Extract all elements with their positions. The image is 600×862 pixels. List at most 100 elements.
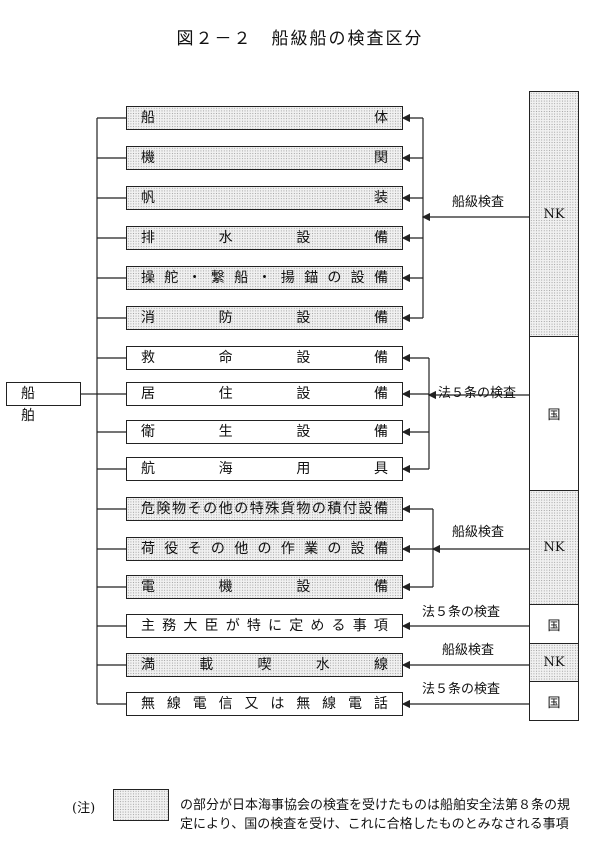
item-char: ・ [187, 270, 202, 286]
item-char: 特 [246, 618, 261, 634]
item-char: 舵 [164, 270, 179, 286]
inspection-item-box: 荷役その他の作業の設備 [126, 537, 403, 561]
item-char: 具 [373, 461, 388, 477]
item-char: の [327, 541, 342, 557]
item-char: 生 [218, 424, 233, 440]
item-char: 無 [141, 696, 155, 712]
item-char: 設 [350, 270, 365, 286]
item-char: 海 [218, 461, 233, 477]
note-text: の部分が日本海事協会の検査を受けたものは船舶安全法第８条の規定により、国の検査を… [180, 798, 571, 832]
item-char: 排 [141, 230, 155, 246]
item-char: 備 [373, 424, 388, 440]
item-char: 設 [296, 424, 311, 440]
item-char: 備 [373, 386, 388, 402]
item-char: の [257, 541, 272, 557]
item-char: 船 [234, 270, 249, 286]
item-char: 錨 [304, 270, 319, 286]
inspection-item-box: 居住設備 [126, 382, 403, 406]
item-char: 満 [141, 657, 155, 673]
item-char: 特 [249, 501, 264, 517]
item-char: 備 [373, 310, 388, 326]
item-char: は [270, 696, 285, 712]
item-char: 危 [141, 501, 155, 517]
inspection-item-box: 無線電信又は無線電話 [126, 692, 403, 716]
note-mark: (注) [72, 801, 96, 816]
item-char: 役 [164, 541, 179, 557]
item-char: 線 [322, 696, 337, 712]
item-char: 備 [373, 350, 388, 366]
diagram-title: 図２－２ 船級船の検査区分 [176, 29, 424, 49]
nk-column-cell: NK [529, 643, 579, 682]
item-char: 事 [352, 618, 367, 634]
inspection-item-box: 消防設備 [126, 306, 403, 330]
item-char: 物 [172, 501, 187, 517]
item-char: 操 [141, 270, 155, 286]
item-char: 線 [374, 657, 388, 673]
inspection-type-label: 法５条の検査 [438, 386, 517, 401]
inspection-item-box: 航海用具 [126, 457, 403, 481]
item-char: 又 [244, 696, 259, 712]
item-char: 主 [141, 618, 155, 634]
item-char: 帆 [141, 190, 155, 206]
item-char: の [311, 501, 326, 517]
root-ship-label: 船 舶 [21, 386, 63, 424]
item-char: 備 [373, 270, 388, 286]
item-char: 機 [141, 150, 155, 166]
item-char: 作 [280, 541, 295, 557]
inspection-type-label: 船級検査 [452, 525, 505, 540]
nk-column-cell: NK [529, 490, 579, 605]
item-char: 信 [218, 696, 233, 712]
item-char: 殊 [265, 501, 280, 517]
item-char: 設 [296, 230, 311, 246]
item-char: 機 [218, 579, 233, 595]
inspection-type-label: 法５条の検査 [422, 605, 501, 620]
item-char: 備 [373, 579, 388, 595]
item-char: の [203, 501, 218, 517]
item-char: の [327, 270, 342, 286]
state-column-cell: 国 [529, 336, 579, 491]
item-char: 電 [141, 579, 155, 595]
inspection-type-label: 船級検査 [442, 643, 495, 658]
item-char: 臣 [204, 618, 219, 634]
item-char: 険 [156, 501, 171, 517]
item-char: 命 [218, 350, 233, 366]
item-char: 無 [296, 696, 311, 712]
item-char: の [210, 541, 225, 557]
item-char: 積 [327, 501, 342, 517]
item-char: 物 [296, 501, 311, 517]
item-char: 水 [218, 230, 233, 246]
item-char: 話 [373, 696, 388, 712]
item-char: 載 [199, 657, 214, 673]
item-char: 衛 [141, 424, 155, 440]
inspection-item-box: 危険物その他の特殊貨物の積付設備 [126, 497, 403, 521]
item-char: 定 [289, 618, 304, 634]
item-char: 消 [141, 310, 155, 326]
inspection-item-box: 衛生設備 [126, 420, 403, 444]
item-char: 務 [162, 618, 177, 634]
item-char: ・ [257, 270, 272, 286]
item-char: 他 [234, 541, 249, 557]
item-char: 設 [296, 386, 311, 402]
item-char: そ [187, 501, 202, 517]
item-char: 繋 [210, 270, 225, 286]
item-char: 線 [166, 696, 181, 712]
item-char: 備 [373, 230, 388, 246]
root-ship-box: 船 舶 [6, 382, 81, 424]
item-char: 船 [141, 110, 155, 126]
item-char: 防 [218, 310, 233, 326]
item-char: 設 [296, 310, 311, 326]
nk-column-cell: NK [529, 91, 579, 337]
inspection-type-label: 船級検査 [452, 195, 505, 210]
item-char: 航 [141, 461, 155, 477]
item-char: そ [187, 541, 202, 557]
inspection-item-box: 救命設備 [126, 346, 403, 370]
item-char: 大 [183, 618, 198, 634]
item-char: 体 [374, 110, 388, 126]
item-char: る [331, 618, 346, 634]
item-char: 備 [373, 501, 388, 517]
item-char: 電 [192, 696, 207, 712]
inspection-type-label: 法５条の検査 [422, 682, 501, 697]
item-char: 用 [296, 461, 311, 477]
item-char: に [268, 618, 283, 634]
item-char: 貨 [280, 501, 295, 517]
